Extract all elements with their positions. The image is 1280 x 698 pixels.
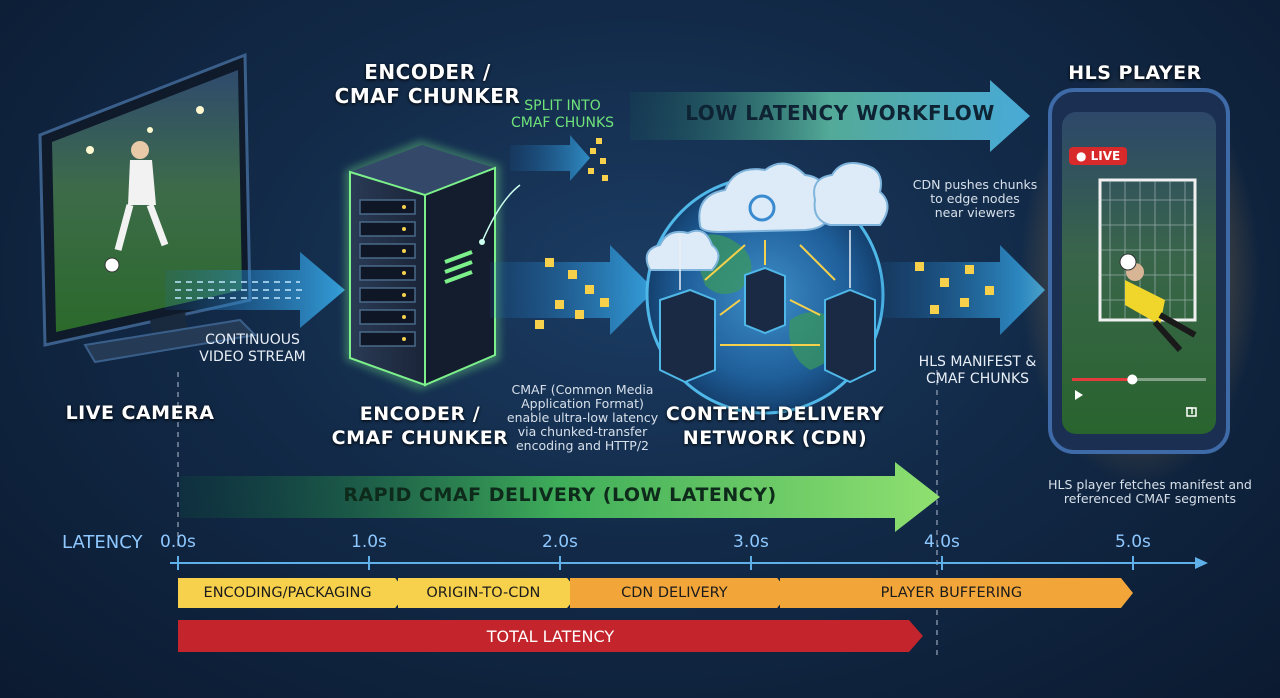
axis-tick-label: 0.0s [160,532,196,552]
split-note: SPLIT INTO CMAF CHUNKS [510,98,615,131]
encoder-bottom-heading: ENCODER / CMAF CHUNKER [331,403,509,449]
split-arrow [510,135,608,181]
latency-axis [170,557,1208,569]
total-latency-label: TOTAL LATENCY [486,626,615,646]
player-fetch-note: HLS player fetches manifest and referenc… [1048,477,1252,506]
phone-illustration [1020,65,1260,485]
axis-tick-label: 4.0s [924,532,960,552]
hls-player-heading: HLS PLAYER [1068,62,1202,84]
latency-segment-label: PLAYER BUFFERING [880,585,1023,601]
latency-segment: PLAYER BUFFERING [780,578,1133,608]
cdn-heading: CONTENT DELIVERY NETWORK (CDN) [665,403,885,449]
latency-axis-label: LATENCY [62,532,143,553]
live-badge: ● LIVE [1069,147,1128,165]
total-latency-shape [178,620,923,652]
latency-segment: ORIGIN-TO-CDN [398,578,579,608]
cdn-push-note: CDN pushes chunks to edge nodes near vie… [912,177,1038,220]
axis-tick-label: 1.0s [351,532,387,552]
live-badge-text: LIVE [1090,149,1121,163]
encoder-top-heading: ENCODER / CMAF CHUNKER [334,60,521,108]
chunk-arrow-2 [880,245,1045,335]
low-latency-banner-arrow [630,80,1030,152]
latency-segment: ENCODING/PACKAGING [178,578,407,608]
axis-tick-label: 2.0s [542,532,578,552]
continuous-note: CONTINUOUS VIDEO STREAM [199,332,306,365]
cdn-illustration [645,162,889,415]
total-latency-bar: TOTAL LATENCY [178,620,923,652]
progress-bar-fill [1072,378,1133,381]
total-latency-arrow [178,620,923,652]
axis-tick-label: 5.0s [1115,532,1151,552]
encoder-server [345,140,521,390]
latency-segment-label: ENCODING/PACKAGING [203,585,372,601]
latency-segment-label: ORIGIN-TO-CDN [426,585,541,601]
low-latency-banner-label: LOW LATENCY WORKFLOW [685,101,995,125]
latency-segment-label: CDN DELIVERY [621,585,728,601]
monitor-illustration [38,52,258,364]
chunk-arrow-1 [490,245,655,335]
rapid-delivery-banner-arrow [180,462,940,532]
axis-tick-label: 3.0s [733,532,769,552]
cmaf-desc-note: CMAF (Common Media Application Format) e… [506,382,659,453]
axis-ticks [177,556,1134,570]
hls-manifest-note: HLS MANIFEST & CMAF CHUNKS [918,354,1037,387]
progress-knob [1127,374,1138,385]
rapid-delivery-label: RAPID CMAF DELIVERY (LOW LATENCY) [343,484,777,506]
stream-arrow-1 [165,252,345,328]
live-camera-heading: LIVE CAMERA [65,402,215,424]
latency-segment: CDN DELIVERY [570,578,790,608]
